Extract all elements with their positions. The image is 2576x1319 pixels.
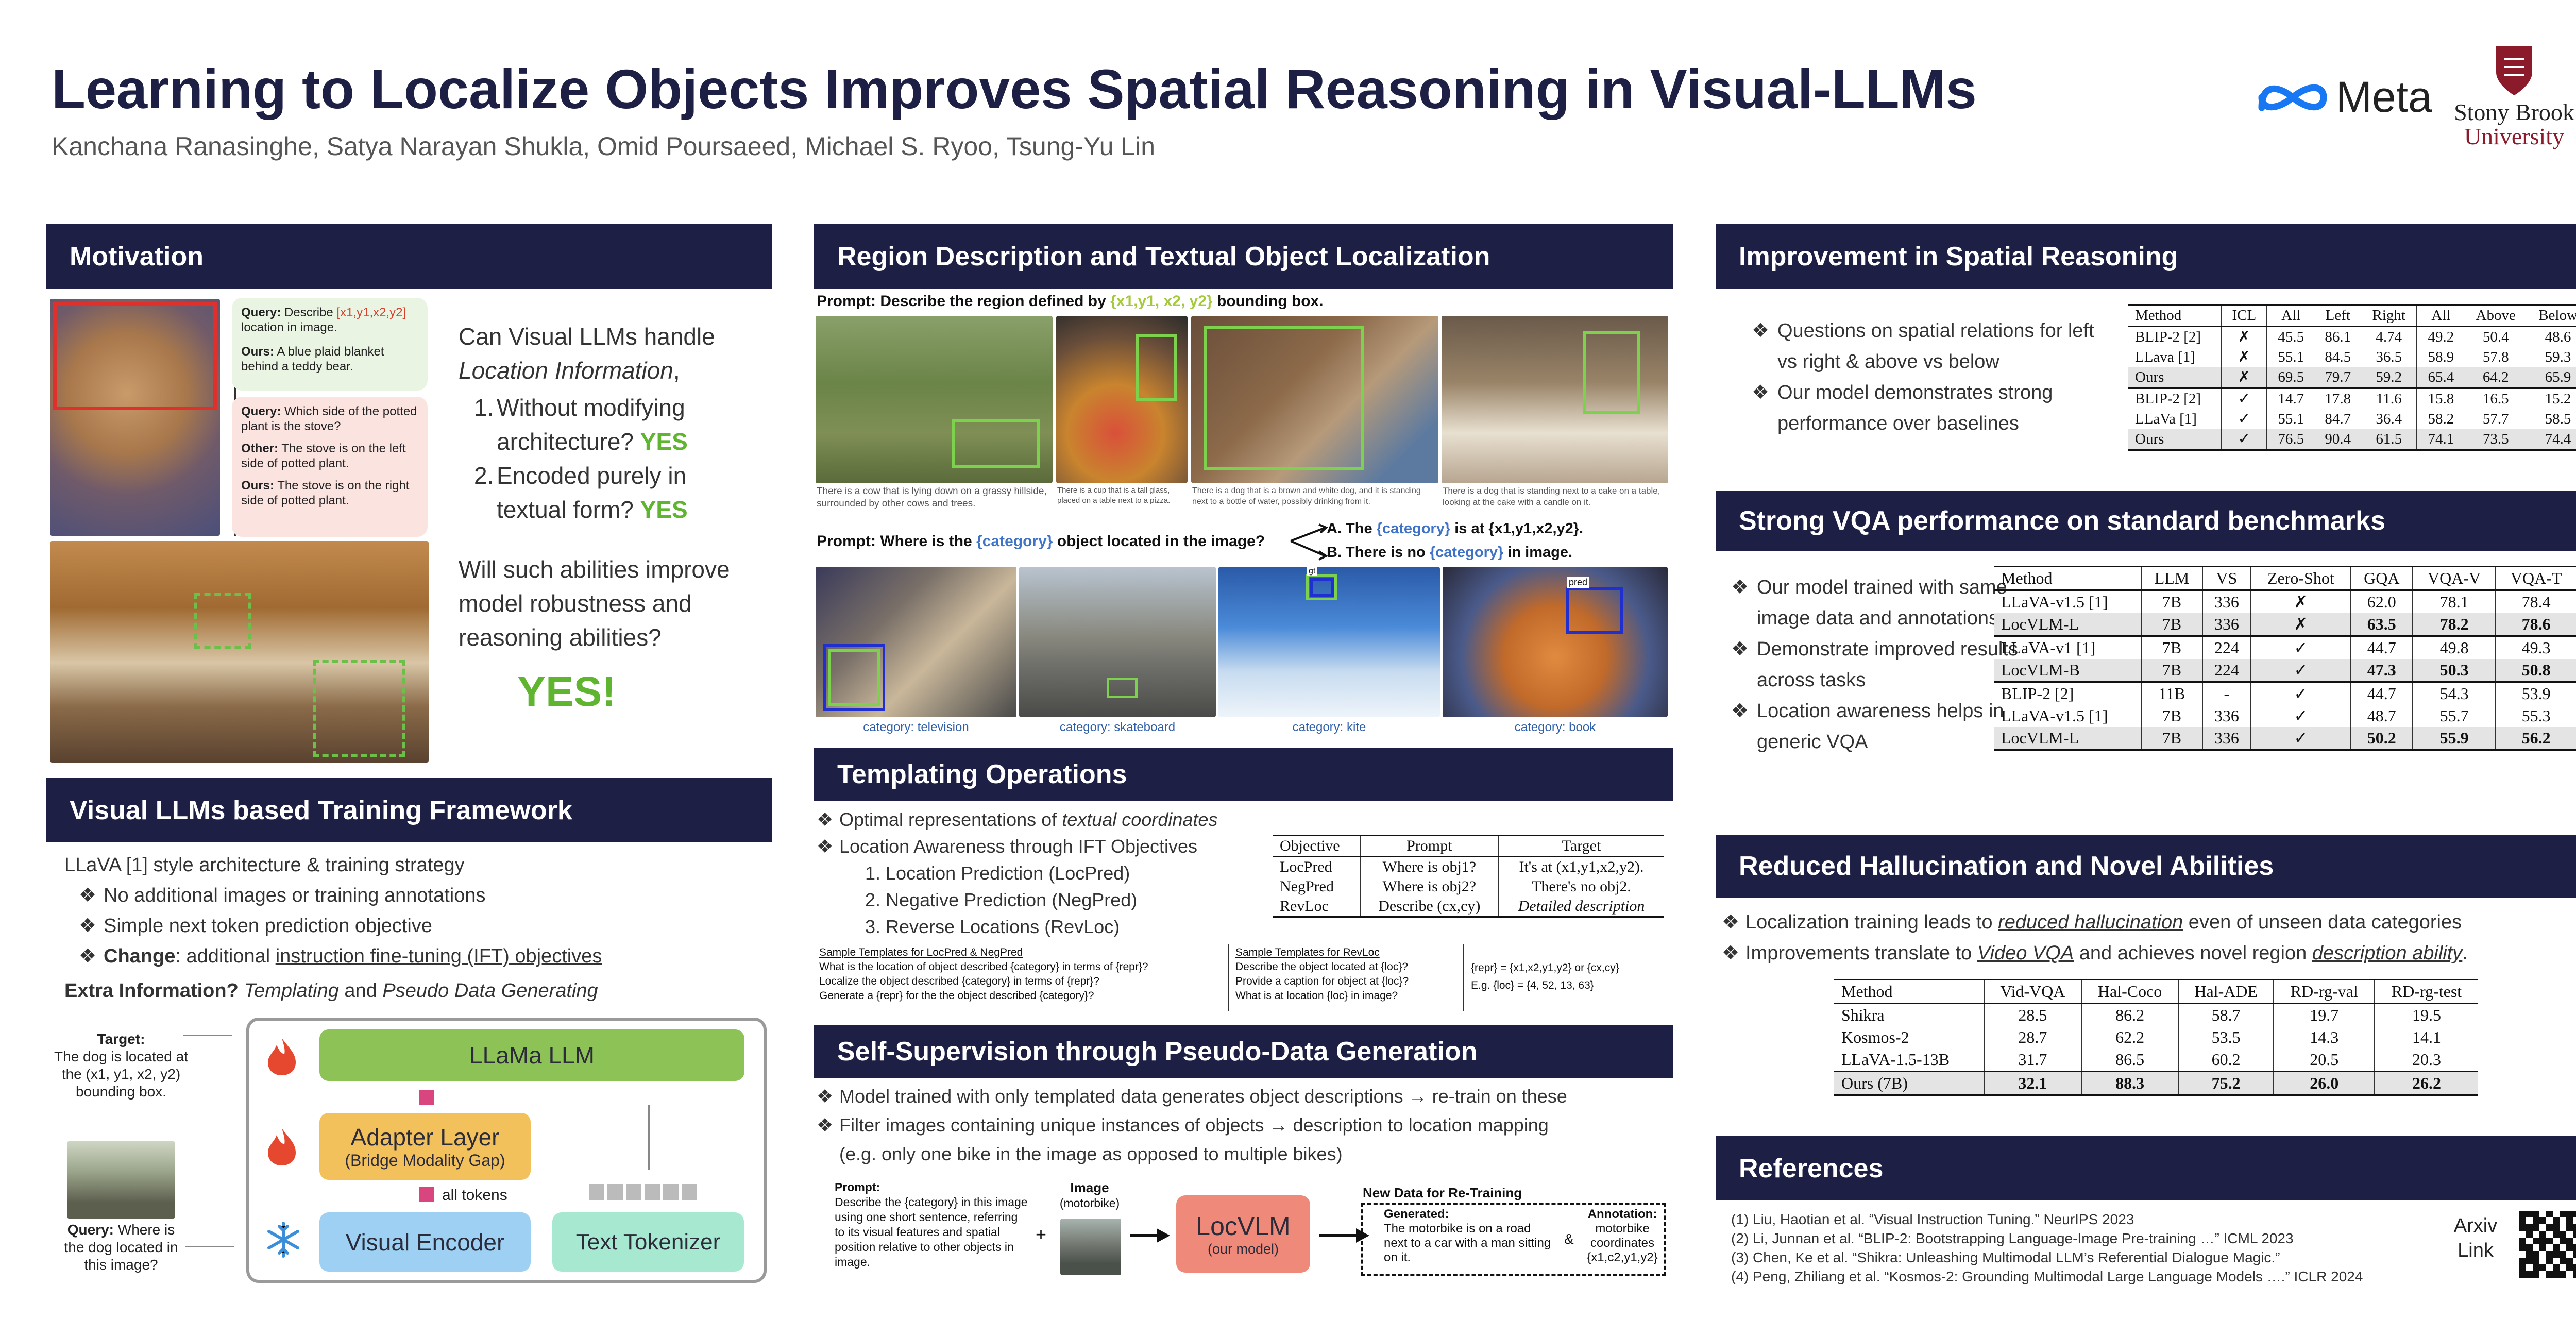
tokenizer-arrow: [648, 1105, 650, 1170]
templating-text: Optimal representations of textual coord…: [817, 806, 1280, 940]
pseudo-prompt: Prompt: Describe the {category} in this …: [835, 1180, 1028, 1269]
sbu-line2: University: [2464, 123, 2565, 149]
motivation-text: Can Visual LLMs handle Location Informat…: [459, 323, 730, 715]
spatial-text: Questions on spatial relations for left …: [1752, 315, 2112, 439]
big-yes: YES!: [517, 668, 616, 715]
locvlm-box: LocVLM (our model): [1176, 1195, 1310, 1273]
sbu-logo: Stony Brook University: [2452, 44, 2576, 150]
vqa-text: Our model trained with same image data a…: [1731, 572, 2025, 757]
cat-skateboard: category: skateboard: [1059, 720, 1176, 734]
hallucination-table: Method Vid-VQA Hal-Coco Hal-ADE RD-rg-va…: [1834, 979, 2478, 1096]
qr-code-icon[interactable]: [2519, 1211, 2576, 1278]
llama-llm-box: LLaMa LLM: [319, 1029, 744, 1081]
hallucination-text: Localization training leads to reduced h…: [1722, 907, 2576, 969]
poster-title: Learning to Localize Objects Improves Sp…: [52, 58, 1977, 120]
sample-templates-locpred: Sample Templates for LocPred & NegPred W…: [819, 946, 1148, 1002]
caption-cup: There is a cup that is a tall glass, pla…: [1057, 486, 1171, 505]
motorbike-thumbnail: [1060, 1219, 1121, 1275]
flame-icon: [268, 1038, 296, 1075]
sample-templates-revloc: Sample Templates for RevLoc Describe the…: [1235, 946, 1409, 1002]
vqa-table: Method LLM VS Zero-Shot GQA VQA-V VQA-T …: [1994, 566, 2576, 751]
new-data-label: New Data for Re-Training: [1363, 1185, 1522, 1200]
kitchen-bbox-plant: [194, 593, 251, 649]
sbu-shield-icon: [2496, 46, 2532, 95]
dog-bottle-image: [1191, 316, 1438, 483]
text-tokenizer-box: Text Tokenizer: [552, 1212, 744, 1272]
vqa-heading: Strong VQA performance on standard bench…: [1716, 491, 2576, 551]
sbu-line1: Stony Brook: [2454, 99, 2574, 125]
meta-logo: Meta: [2257, 72, 2432, 122]
meta-logo-text: Meta: [2336, 73, 2432, 121]
snowflake-icon: [267, 1222, 299, 1258]
token-row: [589, 1184, 697, 1200]
poster-authors: Kanchana Ranasinghe, Satya Narayan Shukl…: [52, 132, 1156, 161]
meta-logo-icon: [2258, 84, 2327, 111]
references-list: (1) Liu, Haotian et al. “Visual Instruct…: [1731, 1211, 2363, 1284]
adapter-layer-box: Adapter Layer (Bridge Modality Gap): [319, 1113, 531, 1180]
query-bubble-2: Query: Which side of the potted plant is…: [232, 397, 428, 537]
query-bubble-1: Query: Describe [x1,y1,x2,y2] location i…: [232, 298, 428, 391]
region-heading: Region Description and Textual Object Lo…: [814, 224, 1673, 289]
selfsup-heading: Self-Supervision through Pseudo-Data Gen…: [814, 1025, 1673, 1078]
query-arrow: [185, 1246, 234, 1247]
kitchen-image: [50, 541, 429, 763]
television-image: [816, 567, 1016, 717]
encoder-token: [419, 1187, 434, 1202]
answer-b: B. There is no {category} in image.: [1327, 544, 1573, 561]
book-pred-tag: pred: [1567, 577, 1589, 588]
query-note: Query: Where is the dog located in this …: [64, 1222, 178, 1273]
references-heading: References: [1716, 1136, 2576, 1200]
dog-cake-image: [1442, 316, 1668, 483]
skateboard-image: [1019, 567, 1216, 717]
sample-divider-2: [1463, 944, 1464, 1011]
pizza-image: [1056, 316, 1188, 483]
branch-arrows: [1290, 523, 1329, 561]
arxiv-link-label[interactable]: Arxiv Link: [2453, 1215, 2498, 1261]
arrow-to-data: [1319, 1234, 1360, 1237]
cat-kite: category: kite: [1292, 720, 1366, 734]
kitchen-bbox-stove: [313, 660, 405, 757]
sample-divider-1: [1228, 944, 1229, 1011]
cows-image: [816, 316, 1053, 483]
plus-sign: +: [1036, 1224, 1047, 1245]
kite-image: gt: [1218, 567, 1440, 717]
image-label: Image (motorbike): [1059, 1180, 1120, 1210]
all-tokens-label: all tokens: [442, 1187, 507, 1204]
target-note: Target: The dog is located at the (x1, y…: [54, 1031, 188, 1100]
architecture-diagram: [246, 1018, 767, 1283]
hallucination-heading: Reduced Hallucination and Novel Abilitie…: [1716, 835, 2576, 898]
framework-heading: Visual LLMs based Training Framework: [46, 778, 772, 842]
framework-text: LLaVA [1] style architecture & training …: [64, 850, 775, 1006]
spatial-table: Method ICL All Left Right All Above Belo…: [2128, 304, 2576, 451]
answer-a: A. The {category} is at {x1,y1,x2,y2}.: [1327, 520, 1584, 537]
repr-notes: {repr} = {x1,x2,y1,y2} or {cx,cy} E.g. {…: [1471, 962, 1619, 991]
motivation-heading: Motivation: [46, 224, 772, 289]
book-image: pred: [1443, 567, 1668, 717]
region-prompt-1: Prompt: Describe the region defined by {…: [817, 293, 1324, 310]
spatial-heading: Improvement in Spatial Reasoning: [1716, 224, 2576, 289]
cat-television: category: television: [863, 720, 969, 734]
caption-cow: There is a cow that is lying down on a g…: [817, 486, 1047, 509]
dog-bike-thumbnail: [67, 1141, 175, 1219]
caption-dog-cake: There is a dog that is standing next to …: [1443, 486, 1660, 507]
selfsup-text: Model trained with only templated data g…: [817, 1082, 1672, 1169]
teddy-bbox: [53, 302, 217, 410]
new-data-box: Generated: The motorbike is on a road ne…: [1361, 1203, 1666, 1276]
caption-dog-bottle: There is a dog that is a brown and white…: [1192, 486, 1421, 506]
region-prompt-2: Prompt: Where is the {category} object l…: [817, 533, 1265, 550]
arrow-to-locvlm: [1130, 1234, 1161, 1237]
templating-heading: Templating Operations: [814, 748, 1673, 801]
adapter-token: [419, 1090, 434, 1105]
teddy-bear-image: [50, 299, 220, 536]
flame-icon: [268, 1128, 296, 1165]
target-arrow: [183, 1035, 232, 1036]
visual-encoder-box: Visual Encoder: [319, 1212, 531, 1272]
kite-gt-tag: gt: [1307, 567, 1317, 576]
cat-book: category: book: [1514, 720, 1596, 734]
